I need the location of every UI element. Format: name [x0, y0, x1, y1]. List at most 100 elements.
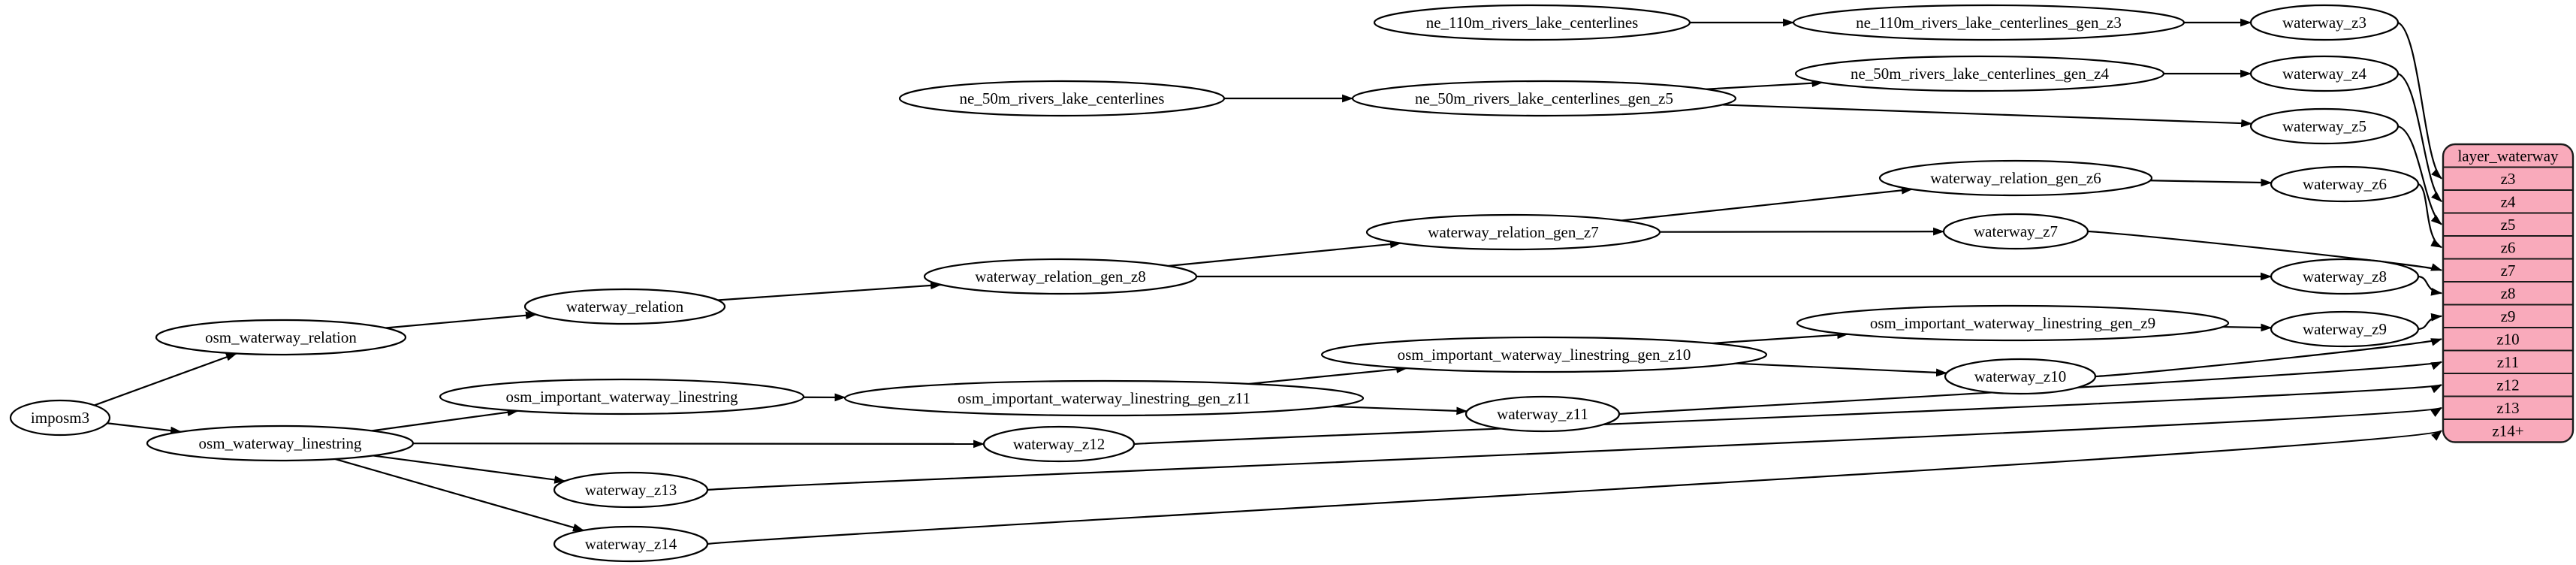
graph-edge-osm_waterway_linestring--waterway_z12 — [412, 440, 985, 449]
node-ellipse — [553, 471, 709, 509]
node-ellipse — [1944, 358, 2097, 395]
node-label: waterway_z3 — [2282, 14, 2366, 32]
table-layer_waterway: layer_waterwayz3z4z5z6z7z8z9z10z11z12z13… — [2442, 143, 2574, 443]
graph-edge-imposm3--osm_waterway_relation — [94, 352, 237, 406]
node-label: waterway_relation — [566, 298, 684, 316]
node-label: ne_50m_rivers_lake_centerlines_gen_z5 — [1415, 89, 1673, 107]
graph-node-ne_110m_rivers_lake_centerlines_gen_z3: ne_110m_rivers_lake_centerlines_gen_z3 — [1792, 4, 2185, 41]
node-ellipse — [1464, 395, 1621, 433]
graph-edge-waterway_z9--layer_waterway-z9 — [2418, 313, 2443, 331]
graph-edge-osm_waterway_linestring--waterway_z14 — [334, 458, 585, 532]
node-label: waterway_z12 — [1013, 435, 1105, 453]
graph-node-ne_50m_rivers_lake_centerlines: ne_50m_rivers_lake_centerlines — [898, 80, 1226, 117]
node-ellipse — [923, 258, 1198, 295]
node-label: osm_important_waterway_linestring_gen_z1… — [1398, 346, 1691, 364]
graph-edge-waterway_relation_gen_z6--waterway_z6 — [2150, 178, 2273, 187]
node-label: waterway_relation_gen_z7 — [1428, 223, 1598, 241]
node-label: waterway_z13 — [585, 481, 677, 499]
node-ellipse — [553, 525, 709, 563]
node-ellipse — [1878, 159, 2153, 197]
node-ellipse — [898, 80, 1226, 117]
graph-node-waterway_relation: waterway_relation — [523, 288, 726, 325]
graph-node-osm_important_waterway_linestring_gen_z9: osm_important_waterway_linestring_gen_z9 — [1796, 304, 2230, 342]
node-label: osm_important_waterway_linestring_gen_z9 — [1870, 314, 2155, 332]
node-ellipse — [1796, 304, 2230, 342]
node-ellipse — [843, 379, 1365, 417]
graph-node-ne_110m_rivers_lake_centerlines: ne_110m_rivers_lake_centerlines — [1373, 4, 1691, 41]
node-label: waterway_relation_gen_z8 — [975, 267, 1145, 286]
graph-node-waterway_z10: waterway_z10 — [1944, 358, 2097, 395]
node-ellipse — [439, 378, 805, 415]
node-label: waterway_z14 — [585, 535, 677, 553]
node-ellipse — [523, 288, 726, 325]
node-label: waterway_z8 — [2303, 267, 2387, 286]
table-row-label: z7 — [2501, 261, 2516, 279]
graph-node-waterway_z6: waterway_z6 — [2270, 165, 2420, 203]
graph-edge-waterway_z12--layer_waterway-z12 — [1133, 384, 2442, 446]
node-label: ne_110m_rivers_lake_centerlines_gen_z3 — [1856, 14, 2122, 32]
node-ellipse — [1373, 4, 1691, 41]
node-label: waterway_z6 — [2303, 175, 2387, 193]
table-row-label: z6 — [2501, 238, 2516, 256]
node-ellipse — [2249, 107, 2400, 145]
table-outline — [2442, 143, 2574, 443]
graph-edge-waterway_relation_gen_z7--waterway_relation_gen_z6 — [1621, 186, 1913, 222]
table-row-label: z3 — [2501, 170, 2516, 188]
graph-node-osm_important_waterway_linestring_gen_z10: osm_important_waterway_linestring_gen_z1… — [1320, 336, 1768, 373]
node-ellipse — [1351, 80, 1737, 117]
graph-node-osm_important_waterway_linestring_gen_z11: osm_important_waterway_linestring_gen_z1… — [843, 379, 1365, 417]
graph-node-waterway_z8: waterway_z8 — [2270, 258, 2420, 295]
node-label: ne_50m_rivers_lake_centerlines_gen_z4 — [1851, 65, 2110, 83]
node-label: waterway_z5 — [2282, 117, 2366, 135]
graph-node-osm_important_waterway_linestring: osm_important_waterway_linestring — [439, 378, 805, 415]
edges — [94, 18, 2443, 545]
graph-edge-osm_waterway_linestring--osm_important_waterway_linestring — [372, 408, 519, 432]
node-ellipse — [2270, 310, 2420, 348]
graph-node-waterway_relation_gen_z7: waterway_relation_gen_z7 — [1365, 213, 1661, 251]
node-label: waterway_z11 — [1497, 405, 1588, 423]
graph-node-ne_50m_rivers_lake_centerlines_gen_z5: ne_50m_rivers_lake_centerlines_gen_z5 — [1351, 80, 1737, 117]
nodes: imposm3osm_waterway_relationosm_waterway… — [9, 4, 2420, 563]
node-label: imposm3 — [31, 409, 89, 427]
node-label: osm_important_waterway_linestring_gen_z1… — [958, 389, 1250, 407]
graph-node-waterway_z7: waterway_z7 — [1942, 213, 2089, 250]
table-header: layer_waterway — [2457, 147, 2559, 165]
node-label: waterway_z7 — [1974, 222, 2058, 240]
node-ellipse — [2270, 165, 2420, 203]
graph-edge-waterway_relation--waterway_relation_gen_z8 — [717, 281, 942, 301]
graph-node-waterway_z14: waterway_z14 — [553, 525, 709, 563]
graph-edge-waterway_relation_gen_z7--waterway_z7 — [1659, 227, 1945, 236]
node-label: osm_waterway_relation — [205, 328, 357, 346]
node-ellipse — [982, 425, 1136, 463]
node-ellipse — [1320, 336, 1768, 373]
graph-node-waterway_relation_gen_z8: waterway_relation_gen_z8 — [923, 258, 1198, 295]
node-ellipse — [1792, 4, 2185, 41]
table-row-label: z9 — [2501, 307, 2516, 325]
table-row-label: z11 — [2497, 353, 2520, 371]
graph-edge-waterway_z10--layer_waterway-z10 — [2095, 338, 2443, 378]
graph-edge-waterway_z8--layer_waterway-z8 — [2418, 275, 2443, 296]
graph-node-waterway_z5: waterway_z5 — [2249, 107, 2400, 145]
node-label: ne_50m_rivers_lake_centerlines — [960, 89, 1165, 107]
graph-node-waterway_relation_gen_z6: waterway_relation_gen_z6 — [1878, 159, 2153, 197]
node-ellipse — [1794, 55, 2165, 92]
table-row-label: z14+ — [2492, 421, 2523, 440]
graph-edge-waterway_z3--layer_waterway-z3 — [2397, 21, 2442, 180]
graph-edge-osm_important_waterway_linestring_gen_z10--osm_important_waterway_linestring_gen_z9 — [1712, 331, 1849, 345]
node-label: waterway_z10 — [1974, 367, 2066, 385]
node-ellipse — [2270, 258, 2420, 295]
node-label: waterway_z9 — [2303, 320, 2387, 338]
node-ellipse — [146, 425, 415, 462]
node-label: waterway_relation_gen_z6 — [1930, 169, 2101, 187]
graph-node-osm_waterway_relation: osm_waterway_relation — [155, 319, 407, 356]
graph-edge-imposm3--osm_waterway_linestring — [107, 422, 182, 435]
node-label: waterway_z4 — [2282, 65, 2366, 83]
graph-edge-osm_important_waterway_linestring_gen_z11--waterway_z11 — [1332, 405, 1468, 415]
graph-node-waterway_z4: waterway_z4 — [2249, 55, 2400, 92]
graph-edge-ne_50m_rivers_lake_centerlines_gen_z5--ne_50m_rivers_lake_centerlines_gen_z4 — [1706, 79, 1823, 90]
node-ellipse — [155, 319, 407, 356]
graph-edge-osm_waterway_relation--waterway_relation — [385, 311, 537, 329]
graph-node-waterway_z11: waterway_z11 — [1464, 395, 1621, 433]
table-row-label: z5 — [2501, 216, 2516, 234]
node-ellipse — [2249, 55, 2400, 92]
